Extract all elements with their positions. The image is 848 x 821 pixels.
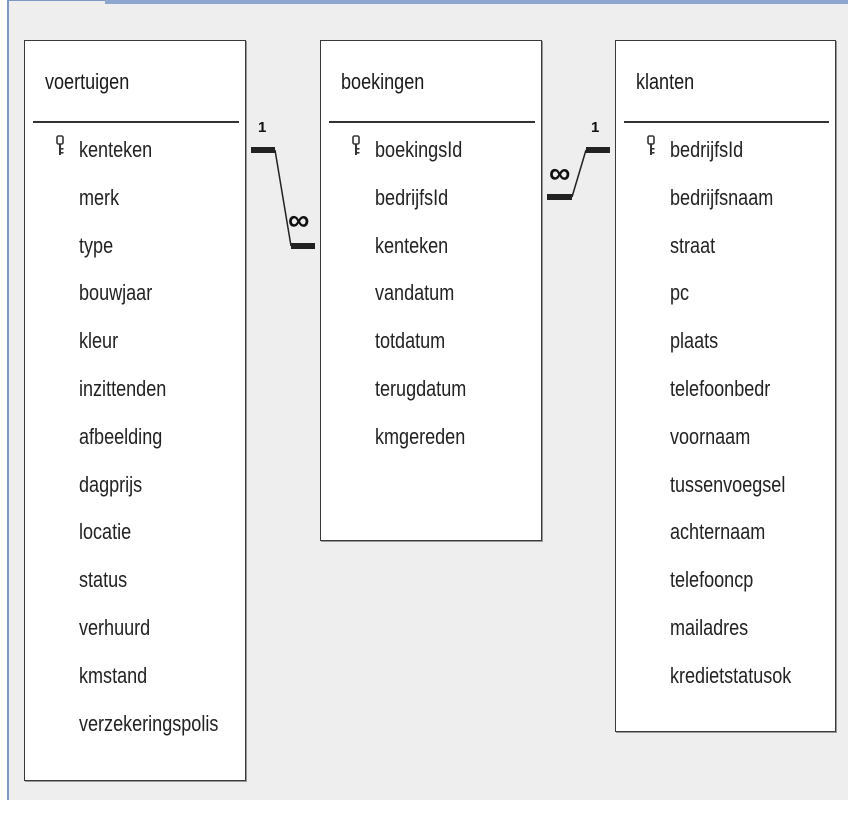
field-row-voornaam[interactable]: voornaam bbox=[616, 420, 835, 468]
field-row-kenteken[interactable]: kenteken bbox=[25, 133, 245, 181]
field-name: inzittenden bbox=[79, 375, 167, 401]
field-name: achternaam bbox=[670, 519, 766, 545]
table-title[interactable]: klanten bbox=[636, 69, 695, 94]
canvas-bottom-edge bbox=[0, 800, 848, 821]
field-name: kenteken bbox=[375, 232, 449, 258]
key-icon bbox=[55, 135, 65, 157]
table-voertuigen[interactable]: voertuigen kenteken merk type bouwjaar kleur… bbox=[24, 40, 246, 781]
key-icon bbox=[351, 135, 361, 157]
field-name: bedrijfsnaam bbox=[670, 184, 774, 210]
field-row-kleur[interactable]: kleur bbox=[25, 324, 245, 372]
field-row-tussenvoegsel[interactable]: tussenvoegsel bbox=[616, 468, 835, 516]
field-name: verhuurd bbox=[79, 614, 151, 640]
field-name: locatie bbox=[79, 519, 132, 545]
field-row-mailadres[interactable]: mailadres bbox=[616, 611, 835, 659]
field-name: kenteken bbox=[79, 137, 153, 162]
field-name: mailadres bbox=[670, 614, 749, 640]
field-row-locatie[interactable]: locatie bbox=[25, 515, 245, 563]
field-row-telefoonbedr[interactable]: telefoonbedr bbox=[616, 372, 835, 420]
relationship-one-label: 1 bbox=[591, 119, 600, 136]
table-klanten[interactable]: klanten bedrijfsId bedrijfsnaam straat pc pl… bbox=[615, 40, 836, 732]
field-name: boekingsId bbox=[375, 137, 463, 162]
field-name: terugdatum bbox=[375, 375, 467, 401]
field-row-verhuurd[interactable]: verhuurd bbox=[25, 611, 245, 659]
field-list: kenteken merk type bouwjaar kleur inzittenden… bbox=[25, 133, 245, 754]
field-name: kmgereden bbox=[375, 423, 466, 449]
field-row-vandatum[interactable]: vandatum bbox=[321, 276, 541, 324]
field-row-dagprijs[interactable]: dagprijs bbox=[25, 468, 245, 516]
field-name: kredietstatusok bbox=[670, 662, 792, 688]
field-row-totdatum[interactable]: totdatum bbox=[321, 324, 541, 372]
field-name: pc bbox=[670, 280, 690, 306]
field-row-type[interactable]: type bbox=[25, 229, 245, 277]
field-name: dagprijs bbox=[79, 471, 143, 497]
field-name: verzekeringspolis bbox=[79, 710, 219, 736]
field-row-plaats[interactable]: plaats bbox=[616, 324, 835, 372]
title-divider bbox=[33, 121, 239, 123]
field-row-bedrijfsid[interactable]: bedrijfsId bbox=[321, 181, 541, 229]
table-title[interactable]: voertuigen bbox=[45, 69, 130, 94]
field-name: bedrijfsId bbox=[670, 137, 744, 162]
relationship-many-label: ∞ bbox=[549, 157, 571, 190]
field-name: telefoonbedr bbox=[670, 375, 771, 401]
field-name: totdatum bbox=[375, 328, 446, 354]
field-name: straat bbox=[670, 232, 716, 258]
field-row-afbeelding[interactable]: afbeelding bbox=[25, 420, 245, 468]
field-row-kmgereden[interactable]: kmgereden bbox=[321, 420, 541, 468]
relationship-one-label: 1 bbox=[258, 119, 267, 136]
field-row-kredietstatusok[interactable]: kredietstatusok bbox=[616, 659, 835, 707]
field-row-terugdatum[interactable]: terugdatum bbox=[321, 372, 541, 420]
field-name: merk bbox=[79, 184, 120, 210]
table-title[interactable]: boekingen bbox=[341, 69, 425, 94]
table-boekingen[interactable]: boekingen boekingsId bedrijfsId kenteken va… bbox=[320, 40, 542, 541]
field-row-bouwjaar[interactable]: bouwjaar bbox=[25, 276, 245, 324]
field-list: boekingsId bedrijfsId kenteken vandatum totd… bbox=[321, 133, 541, 468]
field-name: type bbox=[79, 232, 114, 258]
field-name: bedrijfsId bbox=[375, 184, 449, 210]
field-name: bouwjaar bbox=[79, 280, 153, 306]
relationship-many-label: ∞ bbox=[288, 204, 310, 237]
field-row-boekingsid[interactable]: boekingsId bbox=[321, 133, 541, 181]
field-name: vandatum bbox=[375, 280, 455, 306]
field-row-pc[interactable]: pc bbox=[616, 276, 835, 324]
field-name: status bbox=[79, 567, 128, 593]
field-row-bedrijfsid[interactable]: bedrijfsId bbox=[616, 133, 835, 181]
field-row-merk[interactable]: merk bbox=[25, 181, 245, 229]
title-divider bbox=[624, 121, 829, 123]
title-divider bbox=[329, 121, 535, 123]
field-list: bedrijfsId bedrijfsnaam straat pc plaats tele… bbox=[616, 133, 835, 707]
field-name: kleur bbox=[79, 328, 119, 354]
field-name: tussenvoegsel bbox=[670, 471, 786, 497]
field-name: afbeelding bbox=[79, 423, 163, 449]
field-row-kenteken[interactable]: kenteken bbox=[321, 229, 541, 277]
field-name: kmstand bbox=[79, 662, 148, 688]
field-row-straat[interactable]: straat bbox=[616, 229, 835, 277]
field-name: plaats bbox=[670, 328, 719, 354]
field-row-status[interactable]: status bbox=[25, 563, 245, 611]
field-row-verzekeringspolis[interactable]: verzekeringspolis bbox=[25, 707, 245, 755]
key-icon bbox=[646, 135, 656, 157]
canvas-top-border bbox=[105, 0, 848, 4]
field-name: telefooncp bbox=[670, 567, 754, 593]
field-row-inzittenden[interactable]: inzittenden bbox=[25, 372, 245, 420]
field-row-kmstand[interactable]: kmstand bbox=[25, 659, 245, 707]
field-name: voornaam bbox=[670, 423, 751, 449]
field-row-achternaam[interactable]: achternaam bbox=[616, 515, 835, 563]
field-row-telefooncp[interactable]: telefooncp bbox=[616, 563, 835, 611]
field-row-bedrijfsnaam[interactable]: bedrijfsnaam bbox=[616, 181, 835, 229]
